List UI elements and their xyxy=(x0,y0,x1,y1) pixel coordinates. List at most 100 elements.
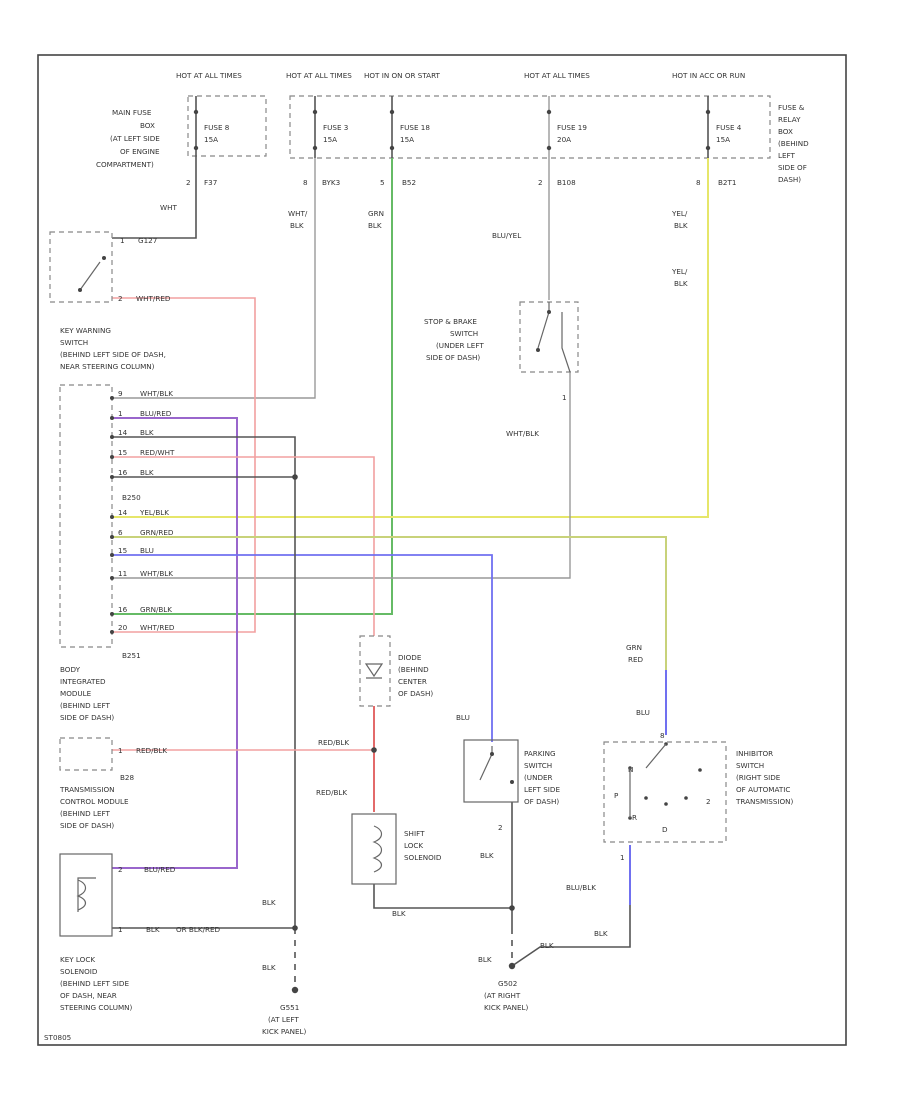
wire-label: BLK xyxy=(262,898,276,907)
component-label-line: OF DASH, NEAR xyxy=(60,991,117,1000)
wire-label: RED xyxy=(628,655,644,664)
wire-label: GRN xyxy=(626,643,642,652)
underhood-fuse-box xyxy=(187,95,267,157)
key-switch-pin: 2 xyxy=(118,294,123,303)
component-label-line: SWITCH xyxy=(524,761,552,770)
wire-wht-red xyxy=(112,297,256,633)
bim-pin-dot xyxy=(110,416,114,420)
relay-box-label-line: RELAY xyxy=(778,115,801,124)
wire-blk-bim xyxy=(112,436,296,478)
bim-pin-number: 15 xyxy=(118,546,127,555)
key-lock-pin: 1 xyxy=(118,925,123,934)
wire-blu-red xyxy=(112,417,238,869)
wire-label: BLK xyxy=(392,909,406,918)
wire-grn-blk-fuse18 xyxy=(112,158,393,615)
component-label-line: SOLENOID xyxy=(60,967,98,976)
inhibitor-pin: 1 xyxy=(620,853,625,862)
bim-pin-wire: YEL/BLK xyxy=(139,508,169,517)
bim-connector: B251 xyxy=(122,651,141,660)
component-label-line: (BEHIND LEFT xyxy=(60,809,111,818)
wire-label: WHT/ xyxy=(288,209,308,218)
bim-pin-number: 14 xyxy=(118,428,128,437)
fuse-circuit: B108 xyxy=(557,178,576,187)
wire-label: WHT/BLK xyxy=(506,429,539,438)
bim-pin-number: 16 xyxy=(118,468,128,477)
key-lock-coil-icon xyxy=(76,877,96,912)
wire-wht-blk-fuse3 xyxy=(112,158,316,399)
wire-label: BLK xyxy=(146,925,160,934)
fuse-circuit: B52 xyxy=(402,178,416,187)
bim-pin-number: 11 xyxy=(118,569,127,578)
ground-label-line: (AT RIGHT xyxy=(484,991,521,1000)
hot-label: HOT AT ALL TIMES xyxy=(176,71,242,80)
wire-label: BLU/YEL xyxy=(492,231,521,240)
tcm-label: TRANSMISSION CONTROL MODULE (BEHIND LEFT… xyxy=(59,785,129,830)
fusebox-label-line: OF ENGINE xyxy=(120,147,160,156)
key-warning-switch-label: KEY WARNING SWITCH (BEHIND LEFT SIDE OF … xyxy=(60,326,166,371)
fuse-name: FUSE 4 xyxy=(716,123,742,132)
hot-labels: HOT AT ALL TIMES HOT AT ALL TIMES HOT IN… xyxy=(176,71,745,80)
hot-label: HOT IN ACC OR RUN xyxy=(672,71,745,80)
tcm-box xyxy=(59,737,113,771)
wire-label: WHT xyxy=(160,203,178,212)
component-label-line: DIODE xyxy=(398,653,422,662)
component-label-line: OF DASH) xyxy=(398,689,433,698)
hot-label: HOT AT ALL TIMES xyxy=(524,71,590,80)
fuse-4: FUSE 4 15A 8 B2T1 xyxy=(696,96,742,187)
bim-pin-dot xyxy=(110,396,114,400)
bim-pin-dot xyxy=(110,475,114,479)
relay-box-label-line: FUSE & xyxy=(778,103,805,112)
diode-box xyxy=(359,635,391,707)
component-label-line: SWITCH xyxy=(736,761,764,770)
inhibitor-pin: R xyxy=(632,813,637,822)
wire-label: BLK xyxy=(478,955,492,964)
inhibitor-pin: D xyxy=(662,825,668,834)
bim-pin-dot xyxy=(110,630,114,634)
stop-switch-label: STOP & BRAKE SWITCH (UNDER LEFT SIDE OF … xyxy=(424,317,484,362)
fuse-amps: 15A xyxy=(323,135,337,144)
splice-bim-blk xyxy=(292,474,298,480)
body-integrated-module-box xyxy=(59,384,113,648)
bim-pin-wire: WHT/BLK xyxy=(140,569,173,578)
bim-pin-wire: BLU/RED xyxy=(140,409,172,418)
tcm-wire: RED/BLK xyxy=(136,746,167,755)
bim-pin-wire: WHT/BLK xyxy=(140,389,173,398)
bim-pin-wire: BLU xyxy=(140,546,154,555)
ground-icon xyxy=(291,986,299,994)
wire-label: BLK xyxy=(290,221,304,230)
wire-blk-inhibitor xyxy=(511,905,631,967)
fuse-amps: 15A xyxy=(400,135,414,144)
key-lock-solenoid-box xyxy=(59,853,113,937)
component-label-line: OF DASH) xyxy=(524,797,559,806)
wire-label: YEL/ xyxy=(671,267,688,276)
parking-switch-contact xyxy=(479,746,493,781)
tcm-connector: B28 xyxy=(120,773,135,782)
relay-box-label-line: (BEHIND xyxy=(778,139,809,148)
splice-park xyxy=(509,905,515,911)
fusebox-label-line: MAIN FUSE xyxy=(112,108,152,117)
fuse-pin: 8 xyxy=(303,178,308,187)
inhibitor-contacts xyxy=(628,742,702,820)
wire-grn-red xyxy=(112,536,667,670)
bim-pin-dot xyxy=(110,455,114,459)
wire-label: BLK xyxy=(262,963,276,972)
component-label-line: (BEHIND xyxy=(398,665,429,674)
component-label-line: KEY WARNING xyxy=(60,326,111,335)
bim-pin-dot xyxy=(110,553,114,557)
shift-lock-coil-icon xyxy=(372,825,383,873)
wire-blu xyxy=(112,554,493,742)
component-label-line: STOP & BRAKE xyxy=(424,317,477,326)
bim-pin-wire: WHT/RED xyxy=(140,623,175,632)
diagram-frame xyxy=(37,54,847,1046)
wire-wht-fuse8 xyxy=(112,158,197,239)
wire-yel-blk-fuse4 xyxy=(112,158,709,518)
component-label-line: STEERING COLUMN) xyxy=(60,1003,133,1012)
diode-symbol-icon xyxy=(364,663,384,679)
component-label-line: SIDE OF DASH) xyxy=(60,713,114,722)
wire-label: GRN xyxy=(368,209,384,218)
relay-box-label-line: DASH) xyxy=(778,175,801,184)
footer-id: ST0805 xyxy=(44,1033,71,1042)
key-lock-wire: OR BLK/RED xyxy=(176,925,221,934)
component-label-line: (BEHIND LEFT SIDE OF DASH, xyxy=(60,350,166,359)
